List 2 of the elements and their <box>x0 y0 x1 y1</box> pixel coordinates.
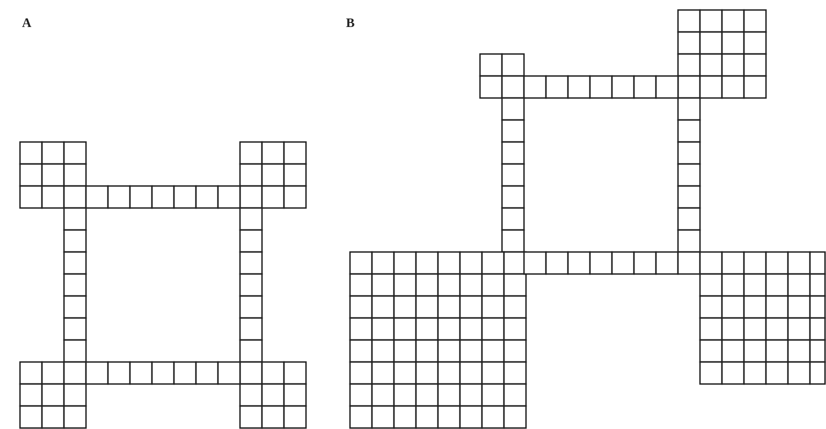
panel-label: B <box>346 16 355 29</box>
panel-label: A <box>22 16 32 29</box>
